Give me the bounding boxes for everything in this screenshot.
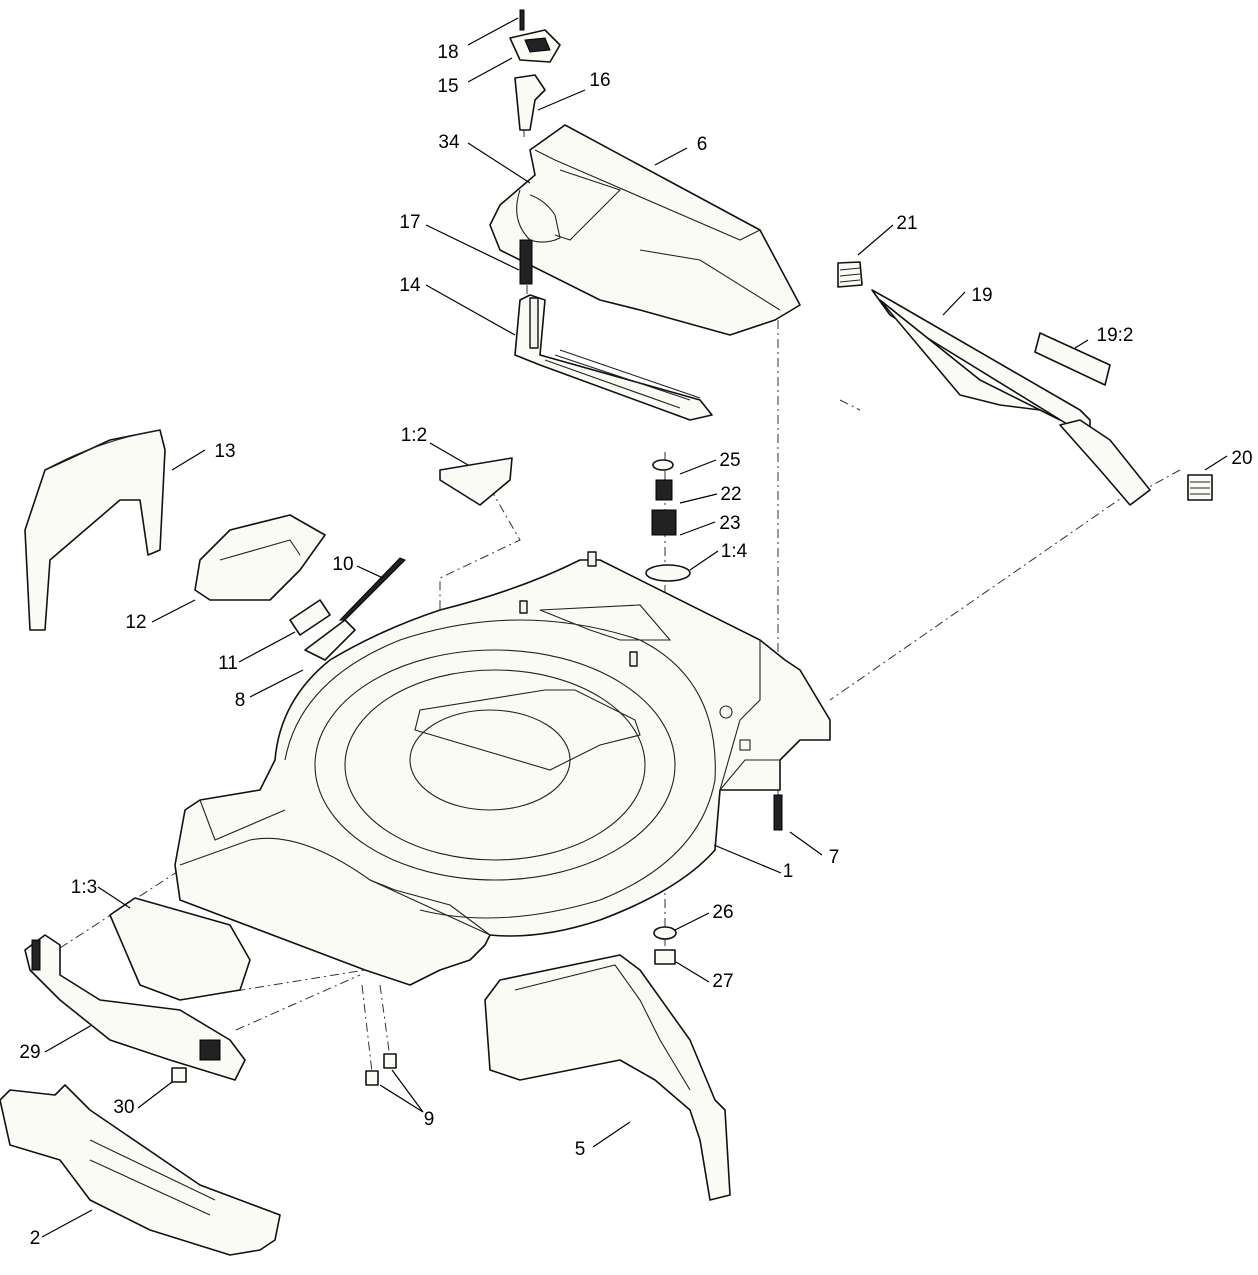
callout-25: 25 (719, 450, 740, 471)
part-2-rear-baffle (0, 1084, 281, 1256)
part-1-3-decal (109, 897, 251, 1001)
callout-20: 20 (1231, 448, 1252, 469)
callout-1-2: 1:2 (401, 425, 427, 446)
callout-11: 11 (218, 653, 238, 674)
callout-labels: 18 15 16 34 6 17 14 21 19 19:2 20 13 1:2… (19, 42, 1252, 1249)
callout-7: 7 (829, 847, 840, 868)
callout-5: 5 (575, 1139, 586, 1160)
callout-12: 12 (125, 612, 146, 633)
callout-8: 8 (235, 690, 246, 711)
part-26-washer (653, 926, 677, 940)
part-21-spring (837, 261, 863, 288)
part-9-screws (365, 1053, 397, 1086)
part-14-bracket (514, 294, 713, 421)
part-19-2-decal (1034, 332, 1111, 386)
callout-22: 22 (720, 484, 741, 505)
callout-26: 26 (712, 902, 733, 923)
callout-23: 23 (719, 513, 740, 534)
callout-21: 21 (896, 213, 917, 234)
callout-27: 27 (712, 971, 733, 992)
leader-lines (41, 17, 1228, 1238)
callout-34: 34 (438, 132, 460, 153)
part-25-washer (652, 459, 674, 471)
callout-19-2: 19:2 (1097, 325, 1134, 346)
callout-18: 18 (437, 42, 458, 63)
callout-10: 10 (332, 554, 353, 575)
part-13-side-cover (24, 429, 166, 631)
callout-19: 19 (971, 285, 992, 306)
part-15-knob (509, 29, 561, 63)
callout-1: 1 (783, 861, 794, 882)
part-22-bushing (655, 479, 673, 501)
callout-9: 9 (424, 1109, 435, 1130)
part-1-2-decal (439, 457, 513, 506)
part-20-spring (1187, 474, 1213, 501)
part-11-spring (289, 599, 331, 636)
part-12-mulch-plug (194, 514, 326, 601)
callout-16: 16 (589, 70, 610, 91)
callout-15: 15 (437, 76, 458, 97)
part-23-gear (651, 509, 677, 536)
part-27-nut (654, 949, 676, 965)
part-7-bolt (773, 794, 783, 831)
part-16-height-lever (514, 74, 546, 131)
callout-13: 13 (214, 441, 235, 462)
callout-29: 29 (19, 1042, 40, 1063)
callout-1-3: 1:3 (71, 877, 97, 898)
part-17-spring (519, 239, 533, 285)
part-6-rear-flap (489, 124, 801, 336)
callout-14: 14 (399, 275, 421, 296)
part-10-rod (338, 557, 406, 621)
part-29-front-bumper (24, 934, 246, 1081)
callout-30: 30 (113, 1097, 134, 1118)
part-1-deck (174, 551, 831, 986)
part-18-screw (519, 9, 525, 31)
part-30-screw (171, 1067, 187, 1083)
callout-2: 2 (30, 1228, 41, 1249)
callout-6: 6 (697, 134, 708, 155)
part-19-rear-axle (871, 289, 1151, 506)
callout-1-4: 1:4 (721, 541, 748, 562)
part-8-bracket (304, 619, 356, 661)
part-1-4-washer (645, 564, 691, 582)
callout-17: 17 (399, 212, 420, 233)
part-5-discharge-chute (484, 954, 731, 1201)
